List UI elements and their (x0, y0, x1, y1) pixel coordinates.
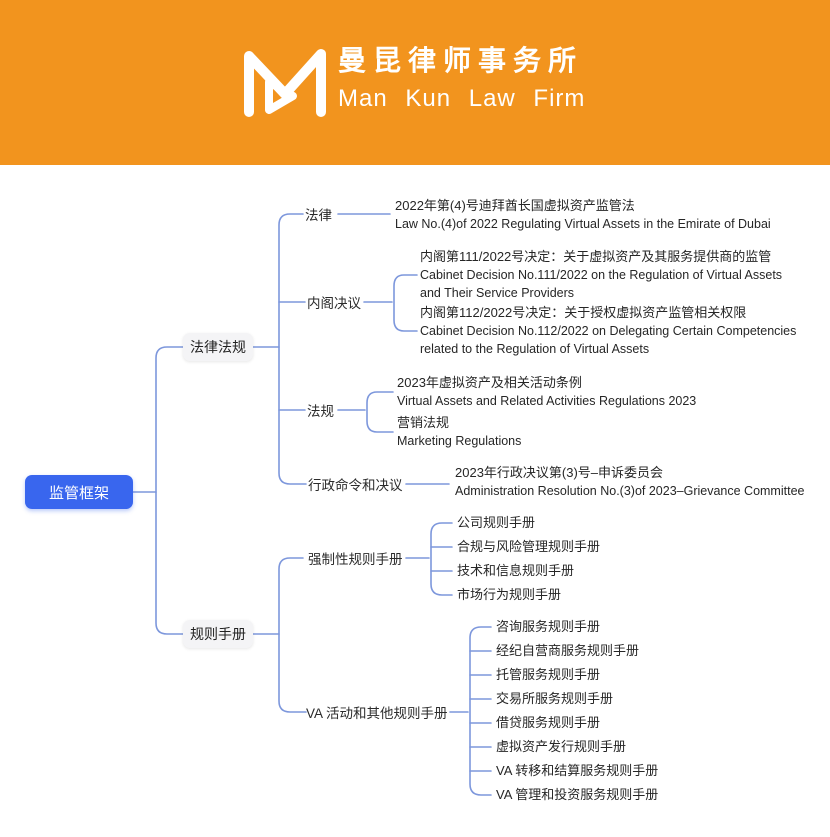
child-node-cabinet-resolutions: 内阁决议 (307, 296, 361, 311)
branch-node-rulebooks: 规则手册 (183, 620, 253, 648)
leaf-text-zh: VA 管理和投资服务规则手册 (496, 787, 659, 802)
header-banner: 曼昆律师事务所 Man Kun Law Firm (0, 0, 830, 165)
connector-lines (132, 213, 492, 796)
leaf-node: VA 管理和投资服务规则手册 (496, 786, 658, 804)
leaf-node: 市场行为规则手册 (457, 586, 561, 604)
leaf-text-zh: 内阁第111/2022号决定：关于虚拟资产及其服务提供商的监管 (420, 249, 772, 264)
leaf-node: 咨询服务规则手册 (496, 618, 600, 636)
leaf-text-zh: 借贷服务规则手册 (496, 715, 601, 730)
leaf-text-zh: VA 转移和结算服务规则手册 (496, 763, 659, 778)
leaf-text-zh: 公司规则手册 (457, 515, 536, 530)
leaf-text-zh: 2022年第(4)号迪拜酋长国虚拟资产监管法 (395, 198, 635, 213)
brand-name-zh: 曼昆律师事务所 (338, 45, 584, 76)
leaf-text-en: Virtual Assets and Related Activities Re… (397, 394, 697, 408)
leaf-node: 2022年第(4)号迪拜酋长国虚拟资产监管法 Law No.(4)of 2022… (395, 197, 795, 233)
leaf-text-en: Cabinet Decision No.111/2022 on the Regu… (420, 268, 783, 300)
root-node-regulatory-framework: 监管框架 (25, 475, 133, 509)
leaf-node: 内阁第111/2022号决定：关于虚拟资产及其服务提供商的监管 Cabinet … (420, 248, 803, 302)
leaf-text-zh: 2023年虚拟资产及相关活动条例 (397, 375, 582, 390)
branch-node-laws-regulations: 法律法规 (183, 333, 253, 361)
brand-name-en: Man Kun Law Firm (338, 85, 586, 112)
child-node-administrative-orders: 行政命令和决议 (308, 478, 403, 493)
child-node-mandatory-rulebooks: 强制性规则手册 (308, 552, 403, 567)
leaf-text-en: Administration Resolution No.(3)of 2023–… (455, 484, 805, 498)
leaf-text-zh: 合规与风险管理规则手册 (457, 539, 601, 554)
leaf-node: 营销法规 Marketing Regulations (397, 414, 617, 450)
leaf-node: 交易所服务规则手册 (496, 690, 613, 708)
leaf-text-zh: 营销法规 (397, 415, 450, 430)
leaf-node: VA 转移和结算服务规则手册 (496, 762, 658, 780)
man-kun-logo-icon (244, 49, 326, 117)
leaf-text-en: Law No.(4)of 2022 Regulating Virtual Ass… (395, 217, 771, 231)
leaf-text-en: Cabinet Decision No.112/2022 on Delegati… (420, 324, 797, 356)
leaf-text-zh: 技术和信息规则手册 (457, 563, 575, 578)
leaf-text-zh: 交易所服务规则手册 (496, 691, 614, 706)
leaf-node: 虚拟资产发行规则手册 (496, 738, 626, 756)
leaf-node: 2023年行政决议第(3)号–申诉委员会 Administration Reso… (455, 464, 825, 500)
child-node-va-activity-rulebooks: VA 活动和其他规则手册 (306, 706, 448, 721)
leaf-text-zh: 经纪自营商服务规则手册 (496, 643, 640, 658)
leaf-node: 托管服务规则手册 (496, 666, 600, 684)
leaf-node: 借贷服务规则手册 (496, 714, 600, 732)
leaf-text-zh: 咨询服务规则手册 (496, 619, 601, 634)
leaf-node: 合规与风险管理规则手册 (457, 538, 600, 556)
brand-text: 曼昆律师事务所 Man Kun Law Firm (338, 44, 585, 114)
leaf-node: 公司规则手册 (457, 514, 535, 532)
child-node-law: 法律 (305, 208, 332, 223)
leaf-text-zh: 市场行为规则手册 (457, 587, 562, 602)
child-node-regulations: 法规 (307, 404, 334, 419)
leaf-text-zh: 2023年行政决议第(3)号–申诉委员会 (455, 465, 664, 480)
leaf-text-zh: 虚拟资产发行规则手册 (496, 739, 627, 754)
mindmap-canvas: 监管框架 法律法规 规则手册 法律 内阁决议 法规 行政命令和决议 强制性规则手… (0, 165, 830, 837)
leaf-text-zh: 托管服务规则手册 (496, 667, 601, 682)
leaf-node: 经纪自营商服务规则手册 (496, 642, 639, 660)
leaf-node: 内阁第112/2022号决定：关于授权虚拟资产监管相关权限 Cabinet De… (420, 304, 803, 358)
leaf-text-en: Marketing Regulations (397, 434, 522, 448)
leaf-text-zh: 内阁第112/2022号决定：关于授权虚拟资产监管相关权限 (420, 305, 747, 320)
leaf-node: 2023年虚拟资产及相关活动条例 Virtual Assets and Rela… (397, 374, 737, 410)
leaf-node: 技术和信息规则手册 (457, 562, 574, 580)
